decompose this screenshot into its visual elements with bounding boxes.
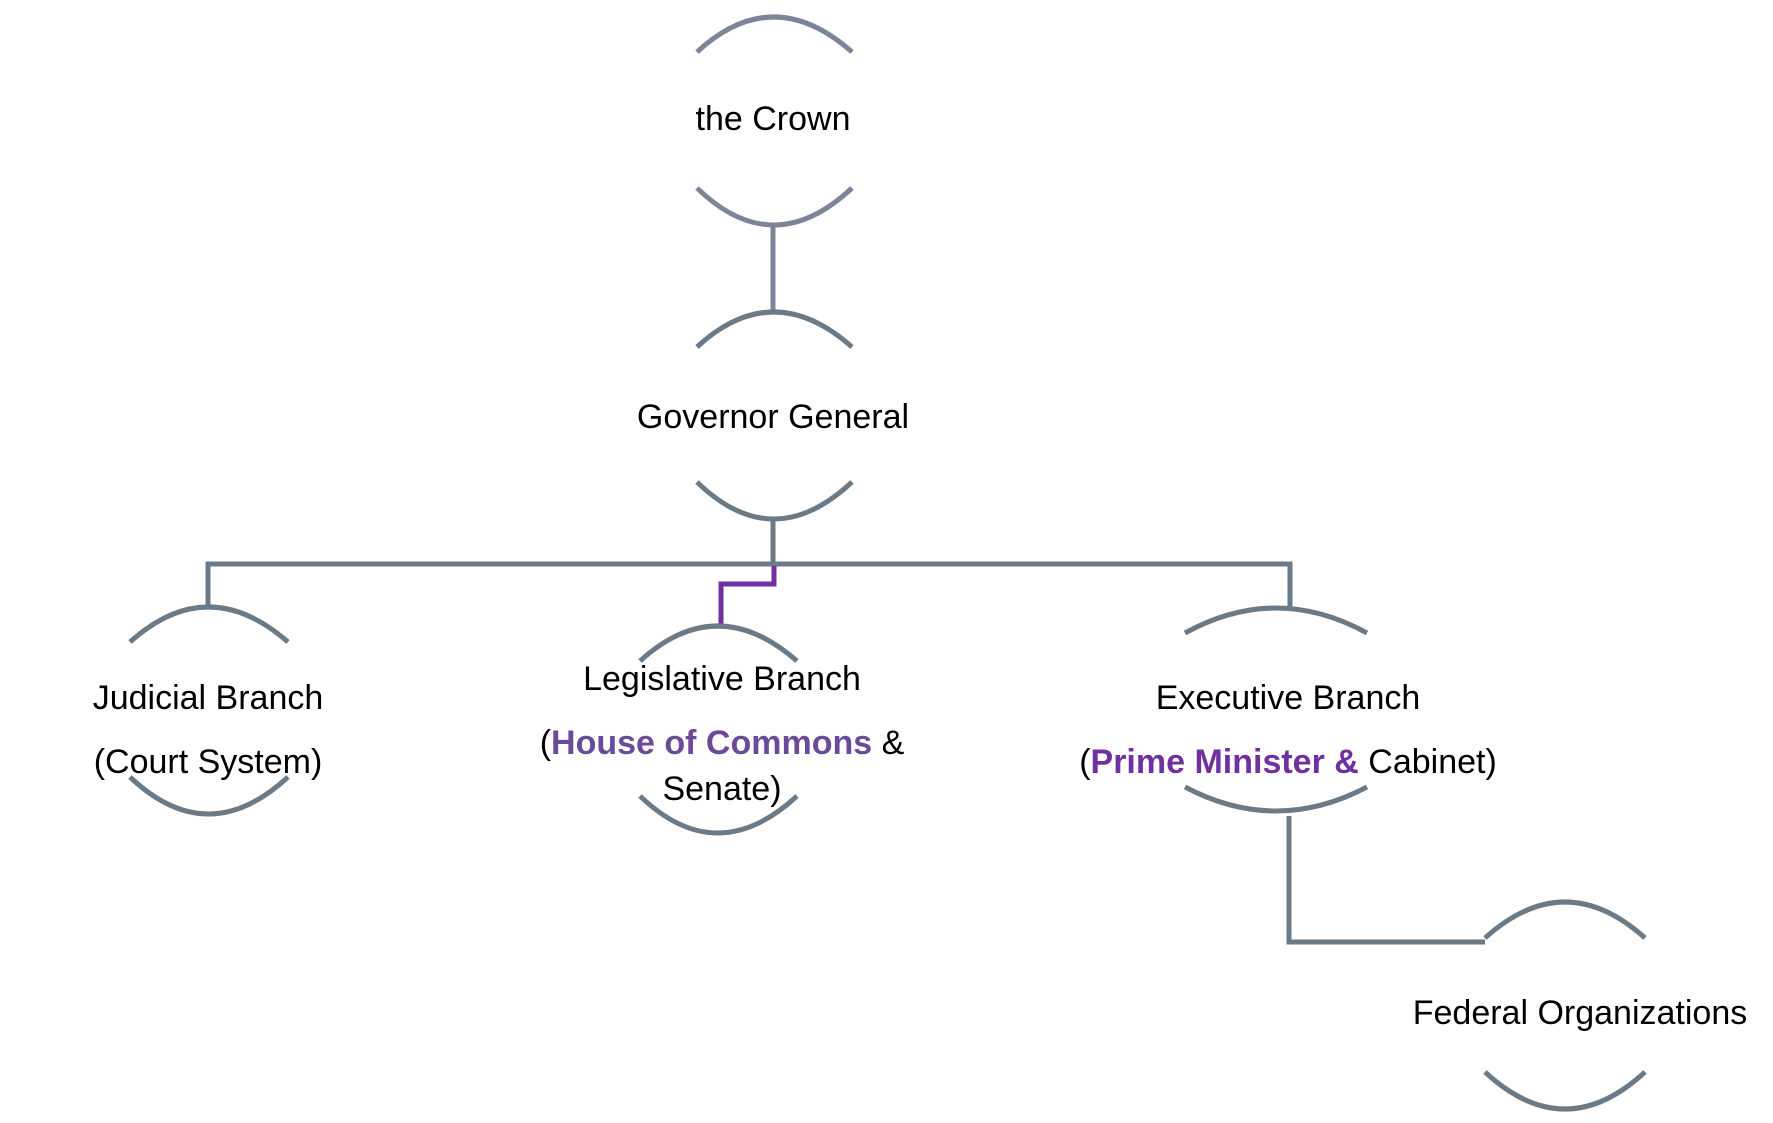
- node-executive-title: Executive Branch: [1155, 679, 1421, 717]
- node-executive-top-arc: [1183, 605, 1369, 636]
- node-governor-bottom-arc: [695, 480, 854, 522]
- node-legislative-top-arc: [638, 623, 799, 663]
- node-legislative-ampersand: &: [872, 724, 905, 762]
- node-judicial-top-arc: [128, 604, 290, 644]
- node-legislative-subtitle: (House of Commons &: [540, 726, 905, 772]
- node-federal-label: Federal Organizations: [1412, 994, 1748, 1032]
- node-federal-organizations: Federal Organizations: [1413, 996, 1748, 1030]
- node-judicial-branch: Judicial Branch (Court System): [93, 666, 324, 794]
- connector-executive-federal: [1286, 816, 1485, 945]
- node-legislative-branch: Legislative Branch (House of Commons & S…: [540, 662, 905, 806]
- node-crown: the Crown: [696, 102, 851, 136]
- node-executive-subtitle: (Prime Minister & Cabinet): [1079, 730, 1497, 794]
- node-executive-paren: (: [1079, 743, 1091, 781]
- node-executive-branch: Executive Branch (Prime Minister & Cabin…: [1079, 666, 1497, 794]
- node-legislative-senate: Senate): [662, 770, 782, 808]
- node-governor-top-arc: [695, 309, 854, 349]
- node-legislative-paren: (: [539, 724, 552, 762]
- node-governor-general: Governor General: [637, 400, 909, 434]
- node-executive-cabinet: Cabinet): [1358, 743, 1497, 781]
- connector-governor-legislative: [718, 566, 777, 626]
- connector-branch-bus: [205, 561, 1293, 607]
- node-judicial-bottom-arc: [128, 775, 290, 817]
- house-of-commons-highlight: House of Commons: [551, 724, 873, 762]
- node-legislative-bottom-arc: [638, 794, 799, 836]
- node-federal-bottom-arc: [1483, 1070, 1647, 1112]
- prime-minister-highlight: Prime Minister &: [1090, 743, 1359, 781]
- node-judicial-subtitle: (Court System): [93, 743, 323, 781]
- node-legislative-title: Legislative Branch: [583, 660, 861, 698]
- node-crown-top-arc: [695, 14, 854, 54]
- node-judicial-title: Judicial Branch: [92, 679, 324, 717]
- node-executive-bottom-arc: [1183, 784, 1369, 814]
- node-crown-label: the Crown: [695, 100, 851, 138]
- node-governor-general-label: Governor General: [636, 398, 910, 436]
- node-crown-bottom-arc: [695, 186, 854, 228]
- node-federal-top-arc: [1483, 899, 1647, 940]
